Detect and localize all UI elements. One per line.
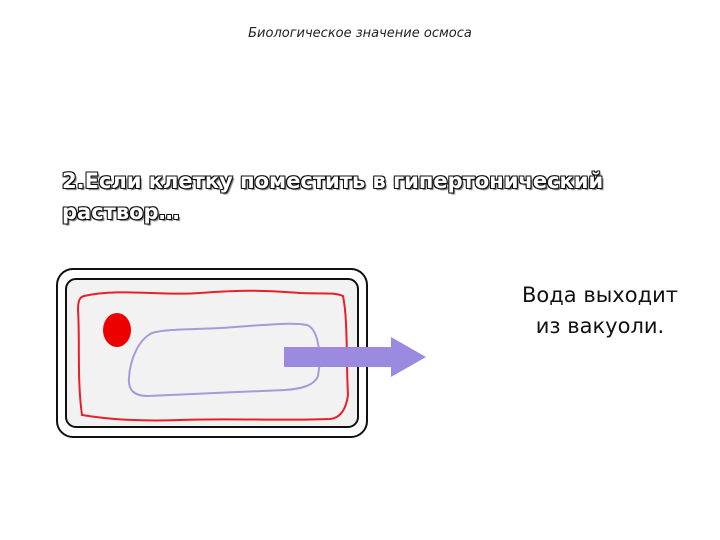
heading-line-2: раствор… [62, 200, 180, 224]
slide-header: Биологическое значение осмоса [248, 26, 472, 41]
slide-heading: 2.Если клетку поместить в гипертонически… [62, 166, 662, 228]
nucleus [103, 313, 131, 347]
water-flow-arrow-icon [284, 337, 426, 377]
heading-line-1: 2.Если клетку поместить в гипертонически… [62, 169, 604, 193]
caption: Вода выходит из вакуоли. [500, 280, 700, 342]
cell-membrane [76, 289, 350, 422]
caption-line-2: из вакуоли. [535, 314, 665, 338]
caption-line-1: Вода выходит [522, 283, 678, 307]
vacuole [127, 322, 321, 398]
